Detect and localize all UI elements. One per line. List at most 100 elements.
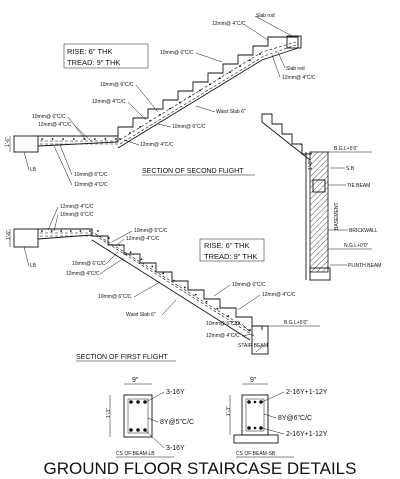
label-bar-12-4-lower: 12mm@ 4"C/C	[140, 142, 174, 148]
rebar-dot	[179, 101, 181, 104]
ff-bgl: B.G.L+5'0"	[284, 320, 308, 326]
landing-beam-lb-first	[13, 228, 39, 248]
elev-tie-beam: TIE BEAM	[347, 183, 370, 189]
second-flight-steps	[117, 36, 299, 136]
waist-slab-underside	[117, 47, 299, 149]
rise-tread-box-second	[63, 43, 149, 69]
rise-label-first: RISE: 6" THK	[204, 241, 249, 250]
rebar-dot	[209, 83, 211, 86]
label-slab-rod-right: Slab rod	[286, 66, 305, 72]
rebar-dot	[205, 300, 208, 303]
cs-beam-lb: 9" 1'-3" 3-16Y 8Y@5"C/C 3-16Y CS OF BEAM…	[106, 377, 194, 458]
rebar-dot	[149, 119, 151, 122]
elev-sb: S.B	[346, 166, 355, 172]
label-bar-12-4-landing: 12mm@ 4"C/C	[74, 182, 108, 188]
cs-sb-bottom: 2-16Y+1-12Y	[286, 431, 328, 438]
rebar-dot	[72, 138, 75, 140]
elevation-steps	[261, 113, 312, 155]
elev-basement: BASEMENT	[334, 202, 340, 230]
ff-bar-10-5: 10mm@ 5"C/C	[134, 228, 168, 234]
cs-sb-width: 9"	[250, 377, 257, 384]
label-bar-10-6-left: 10mm@ 6"C/C	[32, 114, 66, 120]
label-bar-10-6-top: 10mm@ 6"C/C	[160, 50, 194, 56]
label-slab-rod-top: Slab rod	[256, 13, 275, 19]
rebar-dot	[238, 322, 241, 324]
rise-tread-box-first	[199, 238, 265, 262]
caption-first-flight: SECTION OF FIRST FLIGHT	[76, 354, 168, 361]
label-bar-10-6-mid: 10mm@ 6"C/C	[100, 82, 134, 88]
caption-second-flight: SECTION OF SECOND FLIGHT	[142, 168, 244, 175]
label-bar-12-4-left: 12mm@ 4"C/C	[38, 122, 72, 128]
ff-bar-10-6-right: 10mm@ 6"C/C	[232, 282, 266, 288]
cs-beam-sb: 9" 1'-3" 2-16Y+1-12Y 8Y@6"C/C 2-16Y+1-12…	[226, 377, 328, 458]
rebar-dot	[93, 138, 96, 140]
rebar-dot	[219, 77, 221, 80]
cs-lb-bottom: 3-16Y	[166, 445, 185, 452]
cs-lb-caption: CS OF BEAM-LB	[116, 451, 155, 457]
rebar-dot	[227, 314, 230, 317]
rebar-dot	[104, 138, 107, 140]
ff-bar-12-4-right: 12mm@ 4"C/C	[262, 292, 296, 298]
cs-lb-depth: 1'-3"	[106, 408, 112, 418]
rebar-dot	[51, 138, 54, 140]
elev-brickwall: BRICKWALL	[349, 228, 378, 234]
ff-bar-10-6-top: 10mm@ 6"C/C	[60, 212, 94, 218]
rebar-dot	[89, 230, 91, 232]
cs-lb-stirrup-label: 8Y@5"C/C	[160, 419, 194, 426]
cs-sb-depth: 1'-3"	[226, 406, 232, 416]
rebar-dot	[151, 265, 154, 268]
ff-bar-12-4-top: 12mm@ 4"C/C	[60, 204, 94, 210]
rebar-dot	[115, 138, 117, 140]
rebar-dot	[162, 272, 165, 275]
cs-lb-outline	[123, 394, 153, 438]
ff-stair-beam: STAIR BEAM	[238, 343, 268, 349]
cs-sb-stirrup	[245, 398, 265, 432]
rebar-dot	[216, 307, 219, 310]
plinth-beam-mark	[309, 267, 331, 281]
rebar-dot	[107, 237, 110, 239]
label-bar-10-6-lower: 10mm@ 6"C/C	[172, 124, 206, 130]
stair-beam	[251, 325, 269, 355]
rebar-dot	[173, 279, 175, 282]
ff-lb: LB	[30, 263, 37, 269]
elev-plinth-beam: PLINTH BEAM	[348, 263, 381, 269]
rise-label: RISE: 6" THK	[67, 47, 112, 56]
ff-bar-10-6-low: 10mm@ 6"C/C	[98, 294, 132, 300]
cs-sb-stirrup-label: 8Y@6"C/C	[278, 415, 312, 422]
rebar-dot	[239, 65, 241, 68]
cs-sb-caption: CS OF BEAM-SB	[236, 451, 276, 457]
ff-bar-12-4-mid: 12mm@ 4"C/C	[126, 236, 160, 242]
rebar-dot	[41, 138, 43, 140]
cs-lb-top: 3-16Y	[166, 389, 185, 396]
tie-beam-mark	[312, 179, 326, 193]
rebar-dot	[159, 113, 161, 116]
rebar-dot	[41, 230, 43, 232]
elev-bgl: B.G.L+5'0"	[334, 146, 358, 152]
rebar-dot	[169, 107, 171, 110]
page-title: GROUND FLOOR STAIRCASE DETAILS	[44, 459, 357, 478]
rebar-dot	[229, 71, 231, 74]
rebar-dot	[50, 230, 53, 232]
rebar-dot	[189, 95, 191, 98]
rebar-dot	[259, 53, 261, 55]
label-waist-slab: Waist Slab 6"	[216, 109, 246, 115]
rebar-dot	[194, 293, 197, 296]
rebar-dot	[118, 244, 121, 247]
rebar-dot	[60, 230, 63, 232]
label-bar-12-4-mid: 12mm@ 4"C/C	[92, 99, 126, 105]
ff-bar-10-6-left: 10mm@ 6"C/C	[72, 261, 106, 267]
rebar-bottom-line	[40, 44, 297, 145]
waist-slab-underside-first	[91, 239, 251, 341]
rebar-dot	[129, 251, 132, 254]
label-bar-12-4-top: 12mm@ 4"C/C	[212, 21, 246, 27]
label-bar-10-6-landing: 10mm@ 6"C/C	[74, 172, 108, 178]
cs-lb-width: 9"	[132, 377, 139, 384]
dim-left-text-first: 1'-6"	[6, 230, 12, 240]
rebar-dot	[79, 230, 82, 232]
label-lb: LB	[30, 167, 37, 173]
rebar-dot	[129, 132, 131, 134]
elev-dim: 1'-0"	[308, 160, 314, 170]
rebar-dot	[249, 329, 251, 331]
distribution-bars-first	[41, 230, 251, 331]
